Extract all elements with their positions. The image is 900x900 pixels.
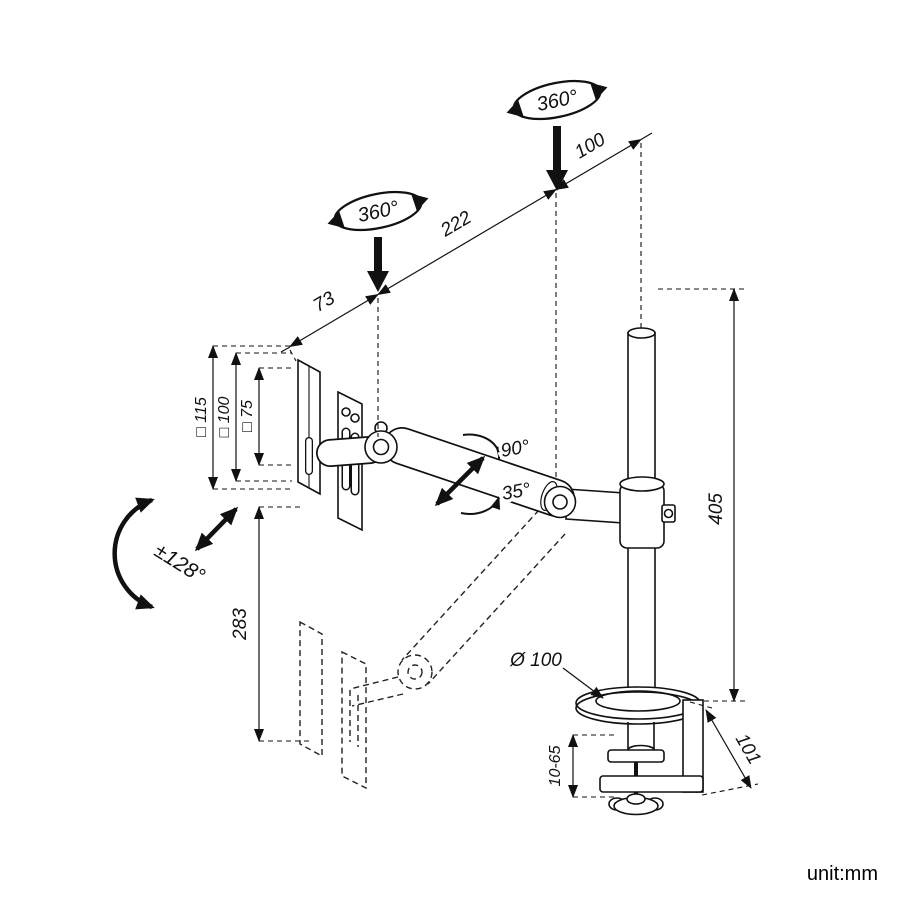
vesa-100-label: □ 100 bbox=[216, 397, 233, 438]
arm-rotation-axis-arrow bbox=[367, 237, 389, 292]
arm-rotation-annotation: 360° bbox=[327, 190, 429, 292]
pole-rotation-label: 360° bbox=[535, 86, 580, 116]
tilt-annotation bbox=[112, 497, 239, 610]
desk-clamp-base bbox=[575, 686, 704, 816]
dim-100-label: 100 bbox=[571, 129, 609, 163]
ghost-lowered-arm bbox=[299, 509, 566, 790]
arm-rotation-label: 360° bbox=[356, 197, 401, 227]
arm-pivot-annotation bbox=[434, 433, 506, 515]
dim-283-label: 283 bbox=[230, 608, 251, 641]
clamp-range-label: 10-65 bbox=[547, 745, 564, 786]
pole-rotation-axis-arrow bbox=[546, 126, 568, 191]
dim-73-label: 73 bbox=[310, 288, 339, 317]
unit-label: unit:mm bbox=[807, 863, 878, 885]
vesa-75-label: □ 75 bbox=[239, 400, 256, 432]
base-diameter-label: Ø 100 bbox=[509, 650, 562, 671]
dimension-lines bbox=[208, 132, 752, 798]
pivot-up-label: 90° bbox=[499, 436, 531, 462]
dim-405-label: 405 bbox=[706, 493, 727, 525]
dim-222-label: 222 bbox=[436, 207, 475, 242]
vesa-115-label: □ 115 bbox=[193, 397, 210, 437]
